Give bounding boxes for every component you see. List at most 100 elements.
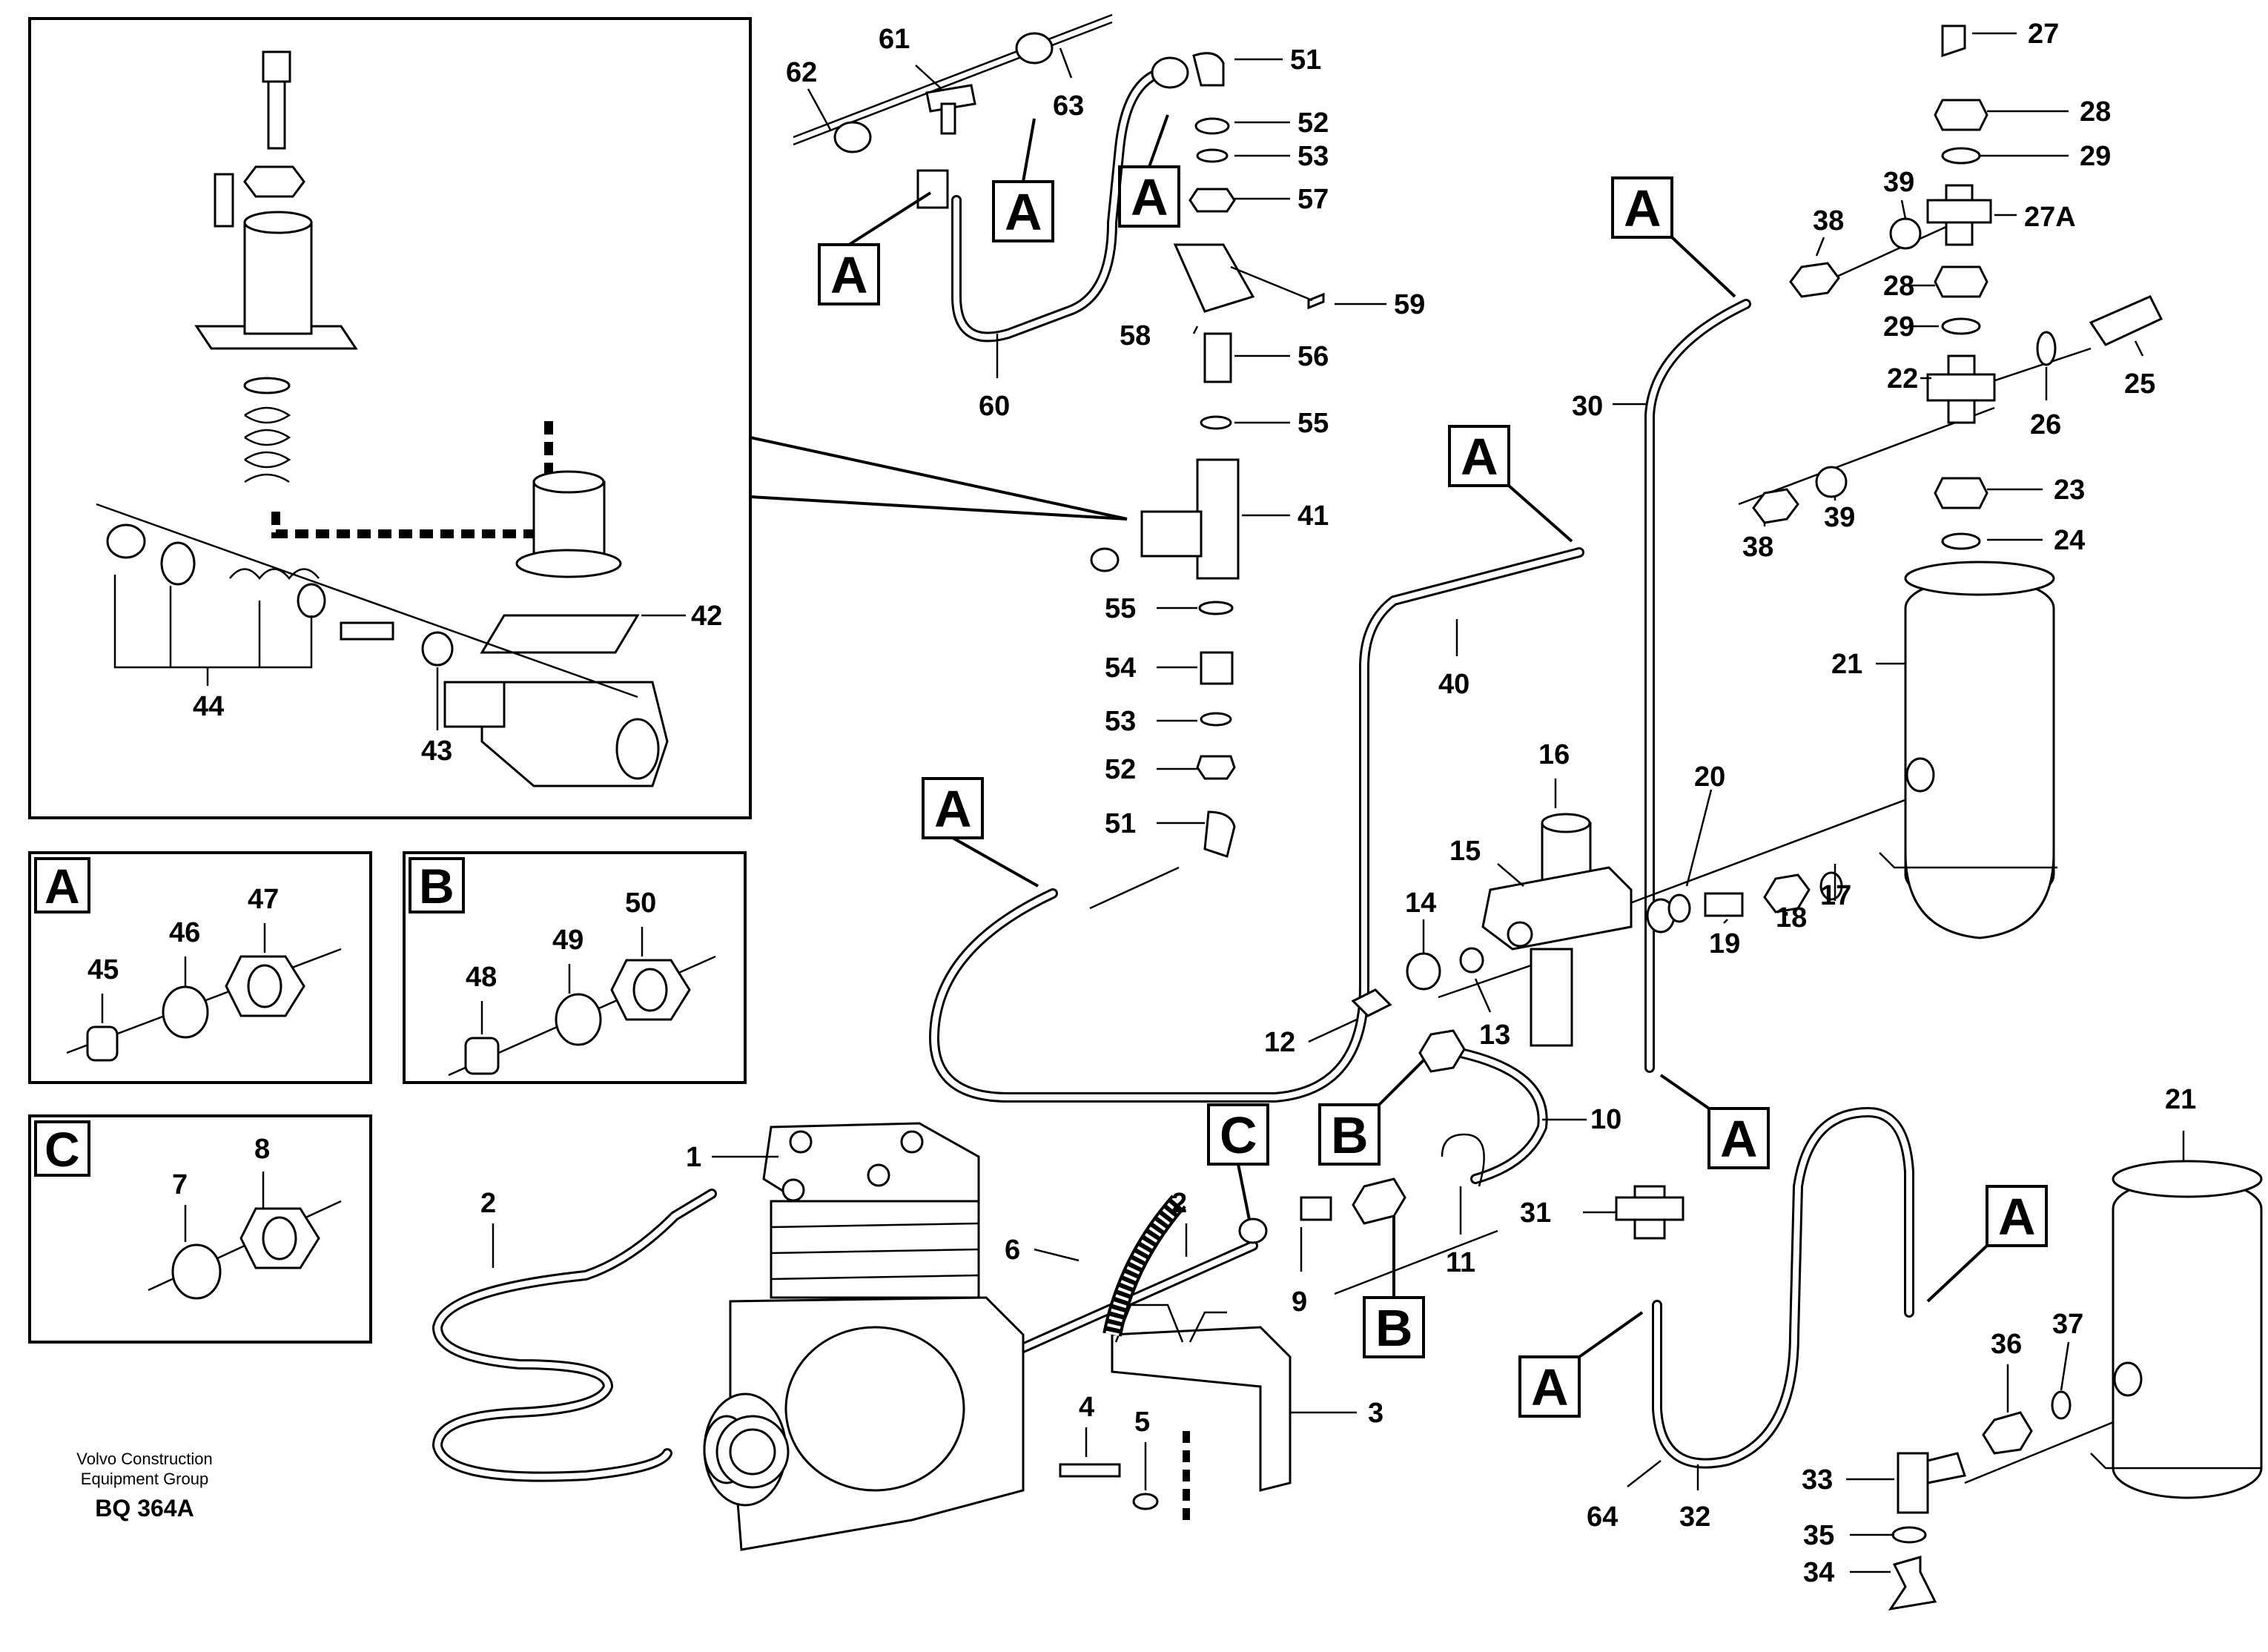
tag-a-1: A: [830, 246, 868, 304]
tag-a-8: A: [1998, 1188, 2036, 1246]
callout-label-33: 33: [1802, 1464, 1833, 1496]
callout-label-36: 36: [1991, 1329, 2022, 1360]
callout-label-29b: 29: [1883, 311, 1914, 343]
callout-label-24: 24: [2054, 525, 2085, 556]
callout-label-28: 28: [2080, 96, 2111, 128]
detail-box-c-tag: C: [44, 1122, 80, 1177]
tee-stack-right: [1926, 24, 2163, 550]
callout-label-12: 12: [1264, 1027, 1295, 1058]
callout-label-63: 63: [1053, 90, 1084, 122]
callout-label-22: 22: [1887, 363, 1918, 394]
callout-label-31: 31: [1520, 1197, 1551, 1229]
detail-box-a: A 45 46 47: [28, 851, 372, 1084]
callout-label-16: 16: [1538, 739, 1570, 770]
callout-label-32: 32: [1679, 1501, 1710, 1533]
callout-label-21b: 21: [2165, 1084, 2196, 1115]
tag-a-7: A: [1720, 1110, 1758, 1168]
callout-label-23: 23: [2054, 475, 2085, 506]
detail-box-b-tag: B: [419, 859, 454, 913]
callout-label-26: 26: [2030, 409, 2061, 440]
callout-label-30: 30: [1572, 391, 1603, 422]
callout-label-2b: 2: [1171, 1188, 1187, 1219]
callout-label-64: 64: [1587, 1501, 1618, 1533]
fittings-31-37: [1615, 1185, 2072, 1611]
callout-label-62: 62: [786, 57, 817, 88]
tag-b-1: B: [1331, 1106, 1369, 1164]
callout-label-38b: 38: [1742, 532, 1773, 563]
tag-a-5: A: [1461, 428, 1498, 486]
callout-label-52: 52: [1297, 108, 1329, 139]
callout-label-27: 27: [2028, 19, 2059, 50]
callout-label-20: 20: [1694, 761, 1725, 793]
vertical-fitting-stack: [833, 32, 1325, 858]
callout-label-37: 37: [2052, 1309, 2083, 1340]
callout-label-5: 5: [1134, 1407, 1150, 1438]
detail-box-c: C 7 8: [28, 1114, 372, 1344]
callout-label-4: 4: [1079, 1392, 1094, 1423]
callout-label-57: 57: [1297, 184, 1329, 215]
callout-label-52b: 52: [1105, 754, 1136, 785]
callout-label-47: 47: [248, 884, 279, 915]
callout-label-58: 58: [1120, 320, 1151, 351]
pressure-valve-15: [1238, 813, 1676, 1244]
callout-tags: A A A A A A A A A B B C: [818, 114, 2048, 1418]
gear: [715, 1415, 790, 1489]
callout-label-8: 8: [254, 1134, 270, 1165]
callout-label-28b: 28: [1883, 271, 1914, 302]
drawing-code: BQ 364A: [95, 1495, 194, 1522]
callout-label-14: 14: [1405, 888, 1436, 919]
air-tank-21-lower: [2090, 1160, 2263, 1499]
callout-label-53: 53: [1297, 141, 1329, 172]
callout-label-1: 1: [686, 1142, 701, 1173]
callout-label-41: 41: [1297, 500, 1329, 532]
callout-label-39: 39: [1883, 167, 1914, 198]
callout-label-9: 9: [1292, 1286, 1307, 1318]
callout-label-44: 44: [193, 691, 224, 722]
callout-label-3: 3: [1368, 1398, 1383, 1429]
callout-label-35: 35: [1803, 1520, 1834, 1551]
callout-label-61: 61: [879, 24, 910, 55]
tag-c-1: C: [1220, 1106, 1257, 1164]
callout-label-2: 2: [480, 1188, 496, 1219]
callout-label-55b: 55: [1105, 593, 1136, 624]
callout-label-43: 43: [421, 736, 452, 767]
callout-label-39b: 39: [1824, 502, 1855, 533]
callout-label-38: 38: [1813, 205, 1844, 237]
valve-exploded-inset: 44 43 42: [28, 17, 1128, 819]
callout-label-60: 60: [979, 391, 1010, 422]
callout-label-53b: 53: [1105, 706, 1136, 737]
callout-label-6: 6: [1005, 1235, 1020, 1266]
tag-b-2: B: [1375, 1299, 1413, 1357]
callout-label-34: 34: [1803, 1557, 1834, 1588]
callout-label-46: 46: [169, 917, 200, 948]
callout-label-13: 13: [1479, 1020, 1510, 1051]
callout-label-51b: 51: [1105, 808, 1136, 839]
callout-label-54: 54: [1105, 652, 1136, 684]
credit-line-1: Volvo Construction: [76, 1450, 212, 1468]
credit-line-2: Equipment Group: [81, 1470, 208, 1488]
callout-label-10: 10: [1590, 1104, 1621, 1135]
callout-label-11: 11: [1446, 1247, 1475, 1278]
callout-label-55: 55: [1297, 408, 1329, 439]
pipe-network: [432, 13, 2129, 1484]
callout-label-29: 29: [2080, 141, 2111, 172]
callout-label-25: 25: [2124, 369, 2155, 400]
callout-label-56: 56: [1297, 341, 1329, 372]
callout-label-40: 40: [1438, 669, 1469, 700]
callout-label-59: 59: [1394, 289, 1425, 320]
bracket-3: [1059, 1195, 1292, 1527]
air-tank-21-upper: [1879, 561, 2057, 939]
callout-label-18: 18: [1776, 902, 1807, 934]
callout-label-21: 21: [1831, 649, 1862, 680]
tag-a-6: A: [1624, 179, 1662, 237]
callout-label-51: 51: [1290, 44, 1321, 76]
callout-label-42: 42: [691, 601, 722, 632]
detail-box-b: B 48 49 50: [403, 851, 747, 1084]
tag-a-4: A: [934, 780, 972, 838]
tag-a-9: A: [1531, 1358, 1569, 1416]
callout-label-48: 48: [466, 962, 497, 993]
callout-label-45: 45: [87, 954, 119, 985]
tag-a-3: A: [1131, 168, 1168, 226]
callout-label-27a: 27A: [2024, 202, 2076, 233]
